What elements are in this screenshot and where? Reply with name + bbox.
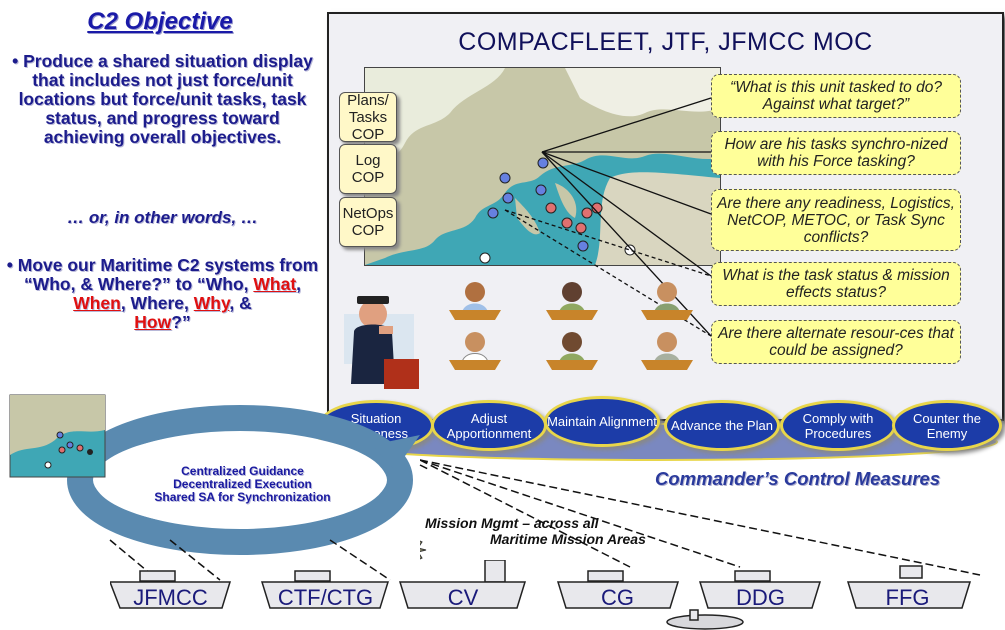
mission-mgmt-label: Mission Mgmt – across all Maritime Missi… — [425, 515, 646, 547]
ship-ffg[interactable]: FFG — [885, 585, 930, 610]
cycle-line-shared-sa: Shared SA for Synchronization — [154, 490, 331, 504]
cycle-line-execution: Decentralized Execution — [173, 477, 312, 491]
ships-row — [110, 560, 972, 630]
callout-conflicts: Are there any readiness, Logistics, NetC… — [711, 189, 961, 251]
c2-cycle-graphic — [9, 394, 430, 581]
log-cop-button[interactable]: Log COP — [339, 144, 397, 194]
bullet2-comma: , — [296, 274, 302, 294]
ship-ddg[interactable]: DDG — [736, 585, 785, 610]
measure-comply-with-procedures[interactable]: Comply with Procedures — [780, 400, 896, 451]
europe-map-graphic — [365, 68, 720, 265]
ship-jfmcc[interactable]: JFMCC — [133, 585, 208, 610]
aircraft-icon — [420, 540, 427, 560]
objective-transition-text: … or, in other words, … — [67, 208, 258, 227]
callout-connector-lines — [504, 97, 712, 337]
bullet2-amp: , & — [229, 293, 252, 313]
objective-bullet-maritime-c2: • Move our Maritime C2 systems from “Who… — [5, 256, 320, 332]
plans-tasks-cop-button[interactable]: Plans/ Tasks COP — [339, 92, 397, 143]
callout-unit-tasking: “What is this unit tasked to do? Against… — [711, 74, 961, 118]
objective-bullet-shared-display: • Produce a shared situation display tha… — [12, 51, 313, 147]
callout-task-synchronization: How are his tasks synchro-nized with his… — [711, 131, 961, 175]
cycle-caption: Centralized Guidance Decentralized Execu… — [125, 465, 360, 504]
word-why: Why — [193, 293, 230, 313]
panel-illustration — [344, 97, 712, 389]
ship-ctf-ctg[interactable]: CTF/CTG — [277, 585, 374, 610]
measure-maintain-alignment[interactable]: Maintain Alignment — [544, 396, 660, 447]
situation-map[interactable] — [364, 67, 721, 266]
word-how: How — [134, 312, 172, 332]
measure-advance-the-plan[interactable]: Advance the Plan — [664, 400, 780, 451]
netops-cop-button[interactable]: NetOps COP — [339, 197, 397, 247]
ship-cv[interactable]: CV — [447, 585, 479, 610]
callout-task-status: What is the task status & mission effect… — [711, 262, 961, 306]
moc-panel: COMPACFLEET, JTF, JFMCC MOC Plans/ Ta — [327, 12, 1004, 421]
bullet2-prefix: • Move our Maritime C2 systems from “Who… — [6, 255, 319, 294]
mission-line-1: Mission Mgmt – across all — [425, 515, 599, 531]
cycle-line-guidance: Centralized Guidance — [181, 464, 304, 478]
mission-line-2: Maritime Mission Areas — [490, 531, 646, 547]
measure-counter-the-enemy[interactable]: Counter the Enemy — [892, 400, 1002, 451]
control-measures-label: Commander’s Control Measures — [655, 468, 941, 489]
ship-jfmcc-hull — [110, 570, 232, 609]
ship-cg[interactable]: CG — [601, 585, 634, 610]
word-what: What — [253, 274, 297, 294]
tie-lines — [420, 459, 981, 576]
bullet2-end: ?” — [171, 312, 191, 332]
callout-alternate-resources: Are there alternate resour-ces that coul… — [711, 320, 961, 364]
measure-adjust-apportionment[interactable]: Adjust Apportionment — [431, 400, 547, 451]
moc-title: COMPACFLEET, JTF, JFMCC MOC — [458, 28, 873, 56]
objective-title: C2 Objective — [87, 8, 233, 35]
operator-figures — [449, 282, 693, 370]
commander-figure — [344, 296, 419, 389]
bullet2-mid: , Where, — [120, 293, 194, 313]
word-when: When — [73, 293, 121, 313]
